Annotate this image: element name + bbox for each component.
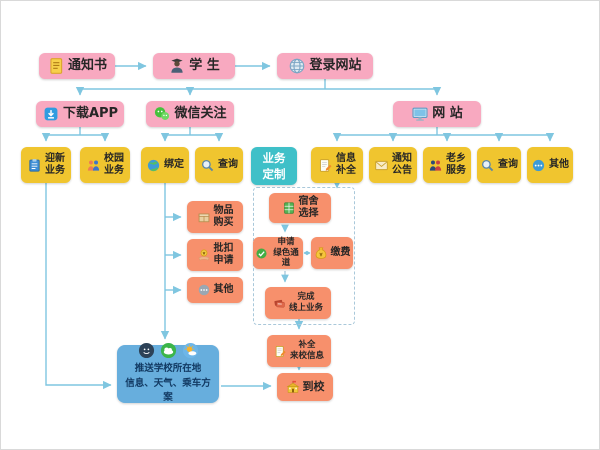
node-arrive-school: 到校 <box>277 373 333 401</box>
download-app-label: 下载APP <box>62 105 119 121</box>
node-student: 学 生 <box>153 53 235 79</box>
node-fellow-service: 老乡 服务 <box>423 147 471 183</box>
node-notice-board: 通知 公告 <box>369 147 417 183</box>
node-dorm-select: 宿舍 选择 <box>269 193 331 223</box>
parcel-icon <box>197 210 211 224</box>
wechat-dark-icon <box>138 342 155 359</box>
business-customize-label: 业务 定制 <box>262 150 286 181</box>
node-login-website: 登录网站 <box>277 53 373 79</box>
push-info-label: 推送学校所在地 信息、天气、乘车方案 <box>125 362 211 404</box>
dorm-select-label: 宿舍 选择 <box>298 195 319 220</box>
wardrobe-icon <box>282 201 296 215</box>
node-goods-purchase: 物品 购买 <box>187 201 243 233</box>
node-other-wechat: 其他 <box>187 277 243 303</box>
mail-icon <box>374 158 389 173</box>
ellipsis-icon <box>531 158 546 173</box>
student-label: 学 生 <box>189 57 220 73</box>
node-other-website: 其他 <box>527 147 573 183</box>
magnifier-icon <box>200 158 215 173</box>
node-complete-arrival-info: 补全 来校信息 <box>267 335 331 367</box>
form-pencil-icon <box>274 345 287 358</box>
wechat-icon <box>153 105 171 123</box>
school-icon <box>286 380 300 394</box>
node-query-website: 查询 <box>477 147 521 183</box>
node-notice-letter: 通知书 <box>39 53 115 79</box>
login-website-label: 登录网站 <box>309 57 362 73</box>
arrive-school-label: 到校 <box>302 380 325 394</box>
node-pay-fee: 缴费 <box>311 237 353 269</box>
website-label: 网 站 <box>432 105 463 121</box>
info-complete-label: 信息 补全 <box>336 152 356 177</box>
green-channel-label: 申请 绿色通道 <box>273 237 299 269</box>
deduct-apply-label: 批扣 申请 <box>213 242 234 267</box>
other-wechat-label: 其他 <box>213 283 234 295</box>
node-download-app: 下载APP <box>36 101 124 127</box>
node-campus-business: 校园 业务 <box>80 147 130 183</box>
node-welcome-business: 迎新 业务 <box>21 147 71 183</box>
form-pencil-icon <box>318 158 333 173</box>
node-info-complete: 信息 补全 <box>311 147 363 183</box>
campus-business-label: 校园 业务 <box>104 152 124 177</box>
moneybag-icon <box>314 246 328 260</box>
node-wechat-follow: 微信关注 <box>146 101 234 127</box>
other-website-label: 其他 <box>549 158 569 170</box>
node-deduct-apply: 批扣 申请 <box>187 239 243 271</box>
notice-letter-label: 通知书 <box>67 57 107 73</box>
node-finish-online: 完成 线上业务 <box>265 287 331 319</box>
wechat-follow-label: 微信关注 <box>174 105 227 121</box>
dots-icon <box>197 283 211 297</box>
query-wechat-label: 查询 <box>218 158 238 170</box>
push-info-icons <box>138 342 199 359</box>
bind-label: 绑定 <box>164 158 184 170</box>
student-icon <box>168 57 186 75</box>
pay-fee-label: 缴费 <box>330 246 351 258</box>
node-business-customize: 业务 定制 <box>251 147 297 185</box>
globe-icon <box>288 57 306 75</box>
cloud-icon <box>160 342 177 359</box>
document-icon <box>47 57 65 75</box>
node-website: 网 站 <box>393 101 481 127</box>
clipboard-icon <box>27 158 42 173</box>
green-check-icon <box>255 247 268 260</box>
fellow-service-label: 老乡 服务 <box>446 152 466 177</box>
goods-purchase-label: 物品 购买 <box>213 204 234 229</box>
push-info-box: 推送学校所在地 信息、天气、乘车方案 <box>117 342 219 404</box>
query-website-label: 查询 <box>498 158 518 170</box>
app-icon <box>42 105 60 123</box>
notice-board-label: 通知 公告 <box>392 152 412 177</box>
node-green-channel: 申请 绿色通道 <box>253 237 303 269</box>
node-bind: 绑定 <box>141 147 189 183</box>
magnifier-icon <box>480 158 495 173</box>
monitor-icon <box>411 105 429 123</box>
people-icon <box>428 158 443 173</box>
cards-icon <box>273 297 286 310</box>
sun-icon <box>182 342 199 359</box>
welcome-business-label: 迎新 业务 <box>45 152 65 177</box>
complete-arrival-info-label: 补全 来校信息 <box>289 340 324 361</box>
hand-coin-icon <box>197 248 211 262</box>
earth-icon <box>146 158 161 173</box>
node-query-wechat: 查询 <box>195 147 243 183</box>
finish-online-label: 完成 线上业务 <box>288 292 323 313</box>
campus-people-icon <box>86 158 101 173</box>
